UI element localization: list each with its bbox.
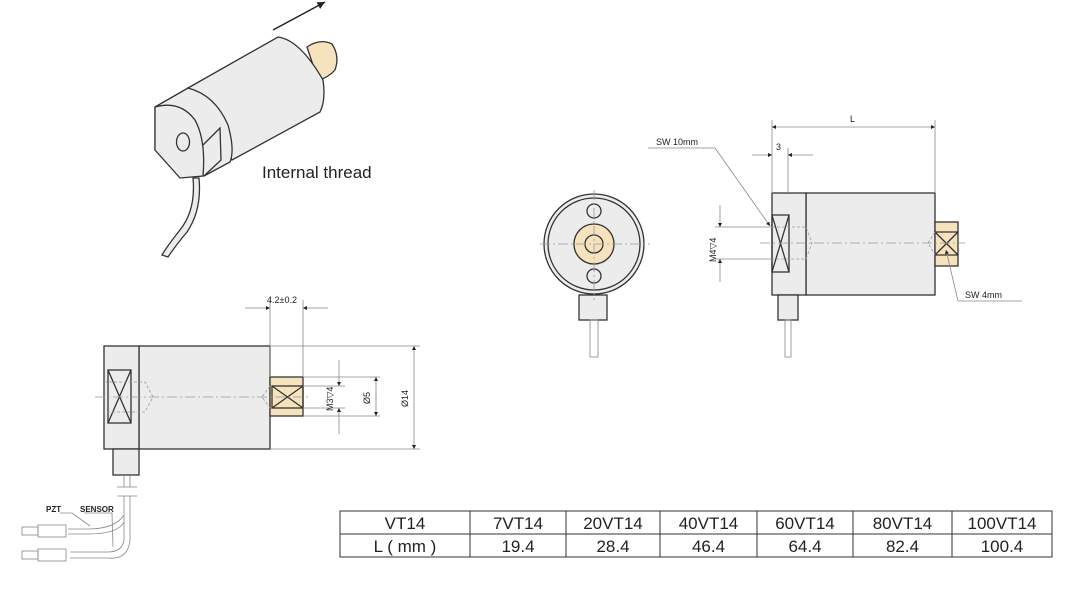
shaft-brass (306, 40, 338, 81)
wrench-size-rear: SW 4mm (965, 290, 1002, 300)
internal-thread-caption: Internal thread (262, 163, 372, 182)
body (138, 345, 271, 450)
dim-L: L (850, 114, 855, 124)
end-view (540, 190, 650, 358)
thread-hole (175, 132, 191, 152)
table-cell: 46.4 (692, 537, 725, 556)
table-cell: 20VT14 (583, 514, 643, 533)
side-view-right: L 3 M4▽4 SW 10mm SW 4mm (648, 114, 1022, 358)
isometric-view: Internal thread (154, 1, 372, 258)
end-face (154, 104, 205, 179)
flat-cutout (202, 126, 222, 177)
table-cell: 40VT14 (679, 514, 739, 533)
flange (103, 345, 140, 450)
dim-shaft: Ø5 (362, 392, 372, 404)
cable (161, 177, 201, 258)
table-cell: L ( mm ) (374, 537, 437, 556)
dim-length: 4.2±0.2 (267, 295, 297, 305)
direction-arrow-icon (272, 1, 326, 31)
table-cell: 19.4 (501, 537, 534, 556)
length-table: VT14 7VT14 20VT14 40VT14 60VT14 80VT14 100VT14… (339, 510, 1053, 558)
connector-block (112, 448, 140, 476)
table-cell: 7VT14 (493, 514, 543, 533)
wrench-size-front: SW 10mm (656, 137, 698, 147)
dim-3: 3 (776, 142, 781, 152)
side-view-left: 4.2±0.2 M3▽4 Ø5 Ø14 PZT SENSOR (21, 295, 420, 562)
table-cell: 100VT14 (968, 514, 1037, 533)
table-cell: 64.4 (788, 537, 821, 556)
sensor-label: SENSOR (80, 505, 114, 514)
dim-thread: M3▽4 (325, 387, 335, 411)
dim-thread: M4▽4 (708, 238, 718, 262)
pzt-label: PZT (46, 505, 61, 514)
hex-nut (107, 369, 132, 424)
table-cell: 28.4 (596, 537, 629, 556)
pzt-connector (37, 524, 67, 538)
sensor-connector (37, 548, 67, 562)
table-cell: 60VT14 (775, 514, 835, 533)
table-cell: 100.4 (981, 537, 1024, 556)
table-cell: 82.4 (886, 537, 919, 556)
dim-body: Ø14 (400, 390, 410, 407)
table-cell: VT14 (385, 514, 426, 533)
table-cell: 80VT14 (873, 514, 933, 533)
